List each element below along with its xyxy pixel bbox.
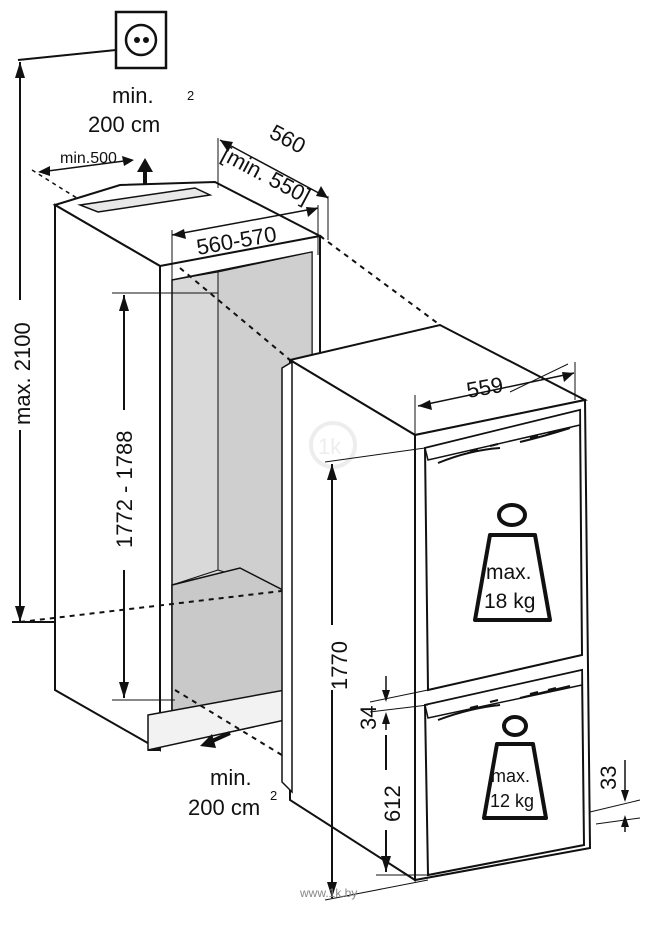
height-1770-dimension: 1770 bbox=[324, 447, 429, 901]
footer-watermark: www.1k.by bbox=[299, 886, 357, 900]
arrow-icon bbox=[200, 731, 231, 748]
vent-top-area: 200 cm bbox=[88, 112, 160, 137]
vent-bottom-min: min. bbox=[210, 765, 252, 790]
watermark-text: 1k bbox=[318, 434, 342, 459]
weight-icon: max. 12 kg bbox=[482, 715, 548, 820]
depth-560-label: 560 bbox=[266, 119, 310, 158]
niche-cabinet bbox=[52, 180, 323, 752]
fridge-appliance bbox=[281, 323, 592, 882]
height-1770-label: 1770 bbox=[327, 641, 352, 690]
dim-33-label: 33 bbox=[596, 766, 621, 790]
gap-34-dimension: 34 bbox=[356, 676, 429, 730]
weight-icon: max. 18 kg bbox=[473, 503, 552, 622]
vent-top-label: min. 200 cm 2 bbox=[88, 83, 194, 137]
height-2100-label: max. 2100 bbox=[10, 322, 35, 425]
freezer-612-dimension: 612 bbox=[376, 735, 428, 876]
height-1772-1788-label: 1772 - 1788 bbox=[112, 431, 137, 548]
weight-bottom-value: 12 kg bbox=[490, 791, 534, 811]
vent-top-min: min. bbox=[112, 83, 154, 108]
dim-33-dimension: 33 bbox=[589, 760, 641, 832]
weight-top-value: 18 kg bbox=[484, 590, 535, 613]
gap-34-label: 34 bbox=[356, 706, 381, 730]
width-559-dimension: 559 bbox=[414, 362, 576, 435]
height-2100-dimension: max. 2100 bbox=[10, 62, 55, 623]
power-socket-icon bbox=[114, 10, 168, 70]
vent-bottom-area: 200 cm bbox=[188, 795, 260, 820]
vent-top-sup: 2 bbox=[187, 88, 194, 103]
min-500-label: min.500 bbox=[60, 150, 117, 167]
freezer-612-label: 612 bbox=[380, 785, 405, 822]
height-1772-1788-dimension: 1772 - 1788 bbox=[112, 292, 218, 701]
weight-top-max: max. bbox=[486, 561, 532, 584]
weight-bottom-max: max. bbox=[491, 766, 530, 786]
vent-bottom-sup: 2 bbox=[270, 788, 277, 803]
